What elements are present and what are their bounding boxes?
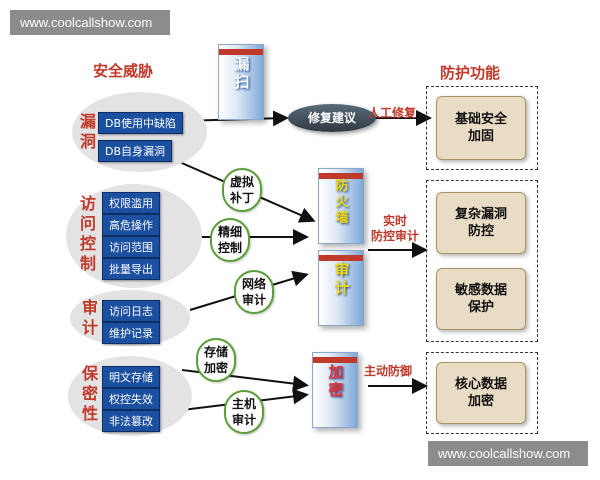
watermark-top: www.coolcallshow.com	[10, 10, 170, 35]
category-access-label: 访 问 控 制	[79, 194, 96, 273]
group-basic-hardening	[426, 86, 538, 170]
category-vulnerability-label: 漏 洞	[79, 112, 96, 151]
tag-bulk-export: 批量导出	[102, 258, 160, 280]
product-audit-title: 审 计	[334, 261, 350, 297]
label-active-defense: 主动防御	[364, 364, 413, 378]
tag-db-self-vuln: DB自身漏洞	[98, 140, 173, 162]
cloud-network-audit: 网络 审计	[234, 270, 275, 314]
box-stripe	[219, 49, 263, 55]
function-complex-vuln-control: 复杂漏洞 防控	[436, 192, 526, 254]
product-scanner-title: 漏 扫	[234, 55, 250, 91]
category-audit-label: 审 计	[81, 298, 98, 337]
tag-permission-failure: 权控失效	[102, 388, 160, 410]
product-box-audit: 审 计	[318, 250, 364, 326]
box-stripe	[313, 357, 357, 363]
tag-db-usage-defect: DB使用中缺陷	[98, 112, 184, 134]
box-stripe	[319, 255, 363, 261]
category-confidentiality-label: 保 密 性	[81, 364, 98, 423]
product-encrypt-title: 加 密	[328, 363, 344, 399]
label-manual-repair: 人工修复	[368, 106, 417, 120]
product-box-firewall: 防 火 墙	[318, 168, 364, 244]
label-realtime-audit: 实时 防控审计	[370, 214, 419, 243]
repair-suggestion-oval: 修复建议	[288, 104, 376, 132]
product-firewall-title: 防 火 墙	[335, 179, 349, 226]
tag-access-scope: 访问范围	[102, 236, 160, 258]
tag-maintenance-record: 维护记录	[102, 322, 160, 344]
product-box-scanner: 漏 扫	[218, 44, 264, 120]
function-core-data-encryption: 核心数据 加密	[436, 362, 526, 424]
function-basic-hardening: 基础安全 加固	[436, 96, 526, 160]
tag-plaintext-storage: 明文存储	[102, 366, 160, 388]
cloud-fine-control: 精细 控制	[210, 218, 251, 262]
box-stripe	[319, 173, 363, 179]
product-box-encrypt: 加 密	[312, 352, 358, 428]
heading-functions: 防护功能	[440, 64, 501, 82]
watermark-bottom: www.coolcallshow.com	[428, 441, 588, 466]
cloud-host-audit: 主机 审计	[224, 390, 265, 434]
function-sensitive-data-protection: 敏感数据 保护	[436, 268, 526, 330]
tag-illegal-tampering: 非法篡改	[102, 410, 160, 432]
tag-access-log: 访问日志	[102, 300, 160, 322]
cloud-storage-encrypt: 存储 加密	[196, 338, 237, 382]
group-core-encryption	[426, 352, 538, 434]
cloud-virtual-patch: 虚拟 补丁	[222, 168, 263, 212]
tag-privilege-abuse: 权限滥用	[102, 192, 160, 214]
heading-threats: 安全威胁	[93, 62, 154, 80]
group-realtime-functions	[426, 180, 538, 342]
tag-high-risk-op: 高危操作	[102, 214, 160, 236]
